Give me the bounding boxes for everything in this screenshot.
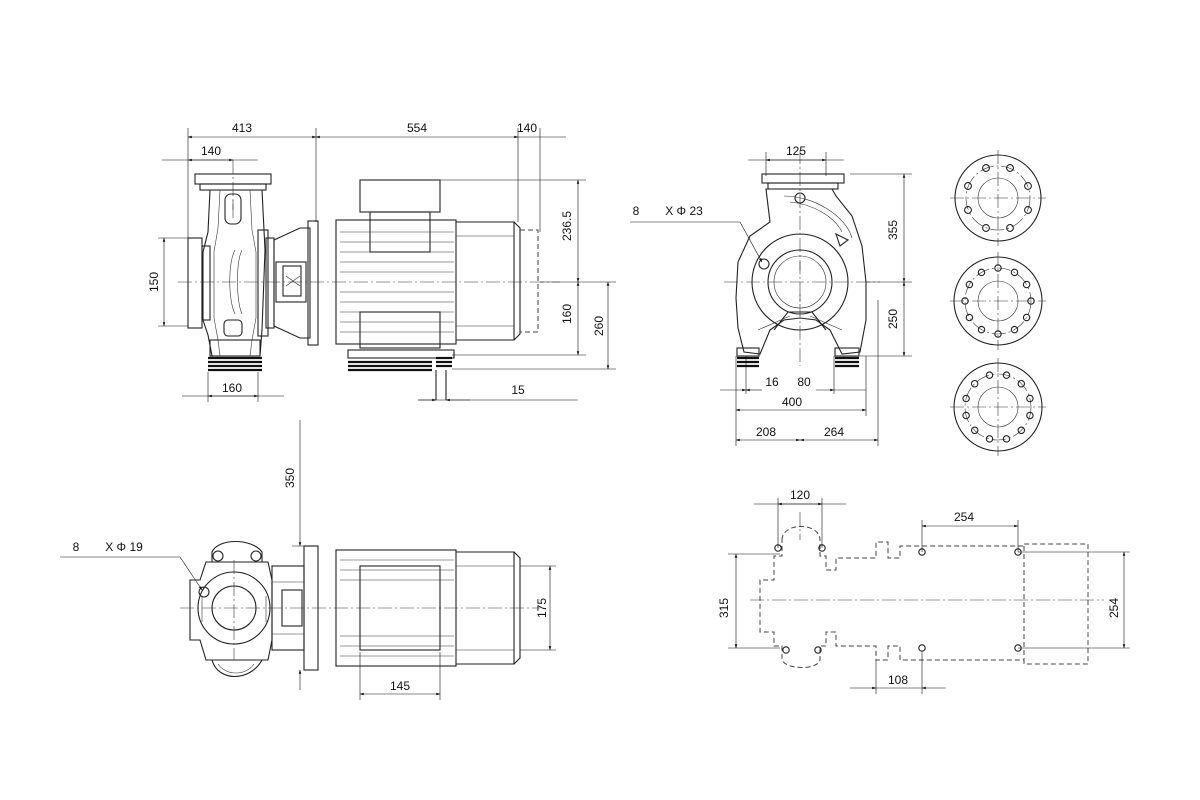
dim-80: 80 — [797, 375, 811, 389]
dim-250: 250 — [886, 309, 900, 329]
side-pump-casing — [187, 173, 275, 357]
flange-detail-8-holes — [950, 150, 1046, 246]
dim-16: 16 — [765, 375, 779, 389]
footprint-bolt-holes — [774, 544, 1022, 654]
bolt-size-top: X Φ 19 — [105, 540, 143, 554]
front-dimensions — [630, 152, 912, 446]
top-pump-casing — [189, 541, 273, 677]
front-view: 8 X Φ 23 125 355 250 16 80 400 208 264 — [630, 144, 912, 446]
dim-350: 350 — [283, 468, 297, 488]
footprint-dimensions — [728, 498, 1130, 694]
dim-254-top: 254 — [954, 510, 974, 524]
side-terminal-box — [359, 179, 441, 213]
dim-315: 315 — [717, 598, 731, 618]
top-view: 350 8 X Φ 19 175 145 — [60, 420, 556, 700]
dim-413: 413 — [232, 121, 252, 135]
dim-260: 260 — [592, 316, 606, 336]
side-pump-foot — [208, 356, 262, 372]
dim-355: 355 — [886, 220, 900, 240]
flange-detail-12-holes — [950, 252, 1046, 350]
dim-140: 140 — [201, 144, 221, 158]
side-view: 413 554 140 140 236.5 150 160 260 160 15 — [147, 121, 616, 402]
bolt-count-front: 8 — [633, 204, 640, 218]
dim-160-vertical: 160 — [560, 304, 574, 324]
top-dimensions — [60, 420, 556, 700]
dim-554: 554 — [407, 121, 427, 135]
dim-160-horizontal: 160 — [222, 381, 242, 395]
dim-120: 120 — [790, 488, 810, 502]
dim-108: 108 — [888, 673, 908, 687]
side-adapter-bracket — [273, 220, 319, 346]
side-dimensions — [158, 128, 616, 402]
dim-15: 15 — [511, 383, 525, 397]
dim-140-top: 140 — [517, 121, 537, 135]
dim-236-5: 236.5 — [560, 211, 574, 241]
side-motor — [335, 179, 539, 349]
dim-125: 125 — [786, 144, 806, 158]
footprint-view: 120 254 315 254 108 — [717, 488, 1130, 694]
dim-254-right: 254 — [1107, 598, 1121, 618]
dim-150: 150 — [147, 272, 161, 292]
flange-detail-12-holes-variant — [950, 358, 1046, 456]
dim-145: 145 — [390, 679, 410, 693]
side-motor-baseplate — [347, 349, 455, 400]
bolt-size-front: X Φ 23 — [665, 204, 703, 218]
dim-264: 264 — [824, 425, 844, 439]
bolt-count-top: 8 — [73, 540, 80, 554]
dim-208: 208 — [756, 425, 776, 439]
dim-400: 400 — [782, 395, 802, 409]
dim-175: 175 — [535, 598, 549, 618]
